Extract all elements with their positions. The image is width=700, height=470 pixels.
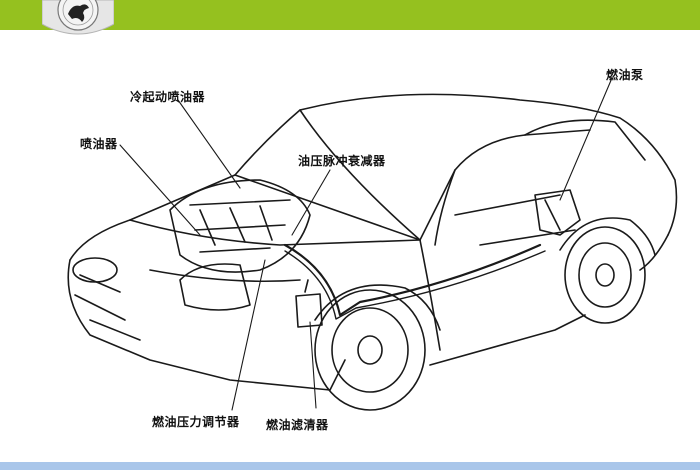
label-fuel-pump: 燃油泵 [606,68,644,82]
logo [41,0,115,36]
label-pulsation-damper: 油压脉冲衰减器 [298,154,386,168]
label-injector: 喷油器 [80,137,118,151]
fuel-system-diagram [0,30,700,462]
label-fuel-filter: 燃油滤清器 [266,418,329,432]
label-cold-start-injector: 冷起动喷油器 [130,90,206,104]
horse-emblem-icon [41,0,115,35]
car-outline-drawing [67,77,678,411]
label-pressure-regulator: 燃油压力调节器 [152,415,240,429]
footer-bar [0,462,700,470]
header-bar [0,0,700,30]
